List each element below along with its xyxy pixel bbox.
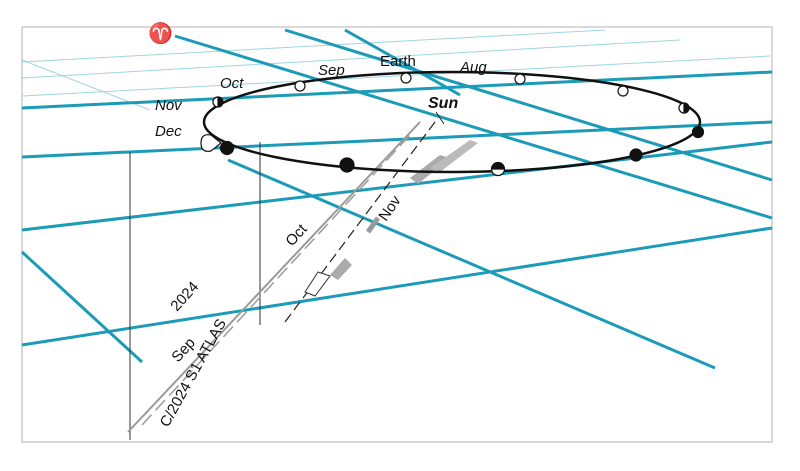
grid-line	[21, 70, 773, 110]
grid-line	[21, 226, 773, 347]
grid-line	[21, 29, 606, 63]
month-label-aug: Aug	[459, 59, 487, 76]
sun-label: Sun	[428, 95, 458, 112]
comet-marker	[304, 271, 331, 297]
earth-position	[629, 148, 643, 162]
grid-line	[21, 39, 681, 79]
comet-tail-mark	[365, 216, 381, 234]
grid-line	[21, 55, 771, 97]
earth-position	[514, 73, 526, 85]
grid-line	[21, 140, 773, 232]
earth-position	[219, 140, 235, 156]
aries-symbol: ♈	[148, 21, 173, 45]
earth-orbit	[202, 70, 702, 174]
comet-path-line	[127, 121, 421, 433]
grid-line	[344, 28, 461, 97]
month-label-dec: Dec	[155, 123, 182, 140]
comet-name-label: C/2024 S1 ATLAS	[157, 316, 230, 430]
earth-position	[294, 80, 306, 92]
grid-line	[174, 34, 773, 220]
grid-line	[284, 28, 773, 182]
drop-lines	[129, 142, 261, 440]
sun: Sun	[428, 95, 458, 125]
comet-path-dashed	[141, 134, 411, 426]
month-label-sep: Sep	[318, 62, 345, 79]
earth-label: Earth	[380, 53, 416, 70]
ecliptic-grid-far	[21, 29, 771, 111]
frame	[21, 26, 773, 443]
sun-tick	[435, 111, 445, 125]
comet-crossing-marker	[200, 134, 222, 152]
month-label-nov: Nov	[155, 97, 183, 114]
grid-line	[227, 158, 716, 370]
comet-projection-dashed	[284, 121, 436, 323]
earth-position-phase	[683, 102, 690, 114]
grid-line	[20, 250, 144, 364]
comet-path	[127, 121, 478, 433]
grid-line	[21, 120, 773, 159]
ecliptic-grid	[20, 28, 773, 370]
earth-position	[691, 125, 705, 139]
earth-position	[617, 85, 629, 97]
earth-positions	[200, 72, 705, 177]
comet-tail-mark	[330, 258, 352, 280]
earth-position-phase	[490, 168, 506, 177]
month-label-oct: Oct	[220, 75, 244, 92]
earth-position-phase	[212, 96, 219, 108]
earth-position-current	[400, 72, 412, 84]
comet-year-label: 2024	[167, 278, 202, 314]
comet-tail-mark	[430, 140, 478, 172]
comet-month-oct: Oct	[282, 220, 311, 249]
earth-position	[339, 157, 355, 173]
